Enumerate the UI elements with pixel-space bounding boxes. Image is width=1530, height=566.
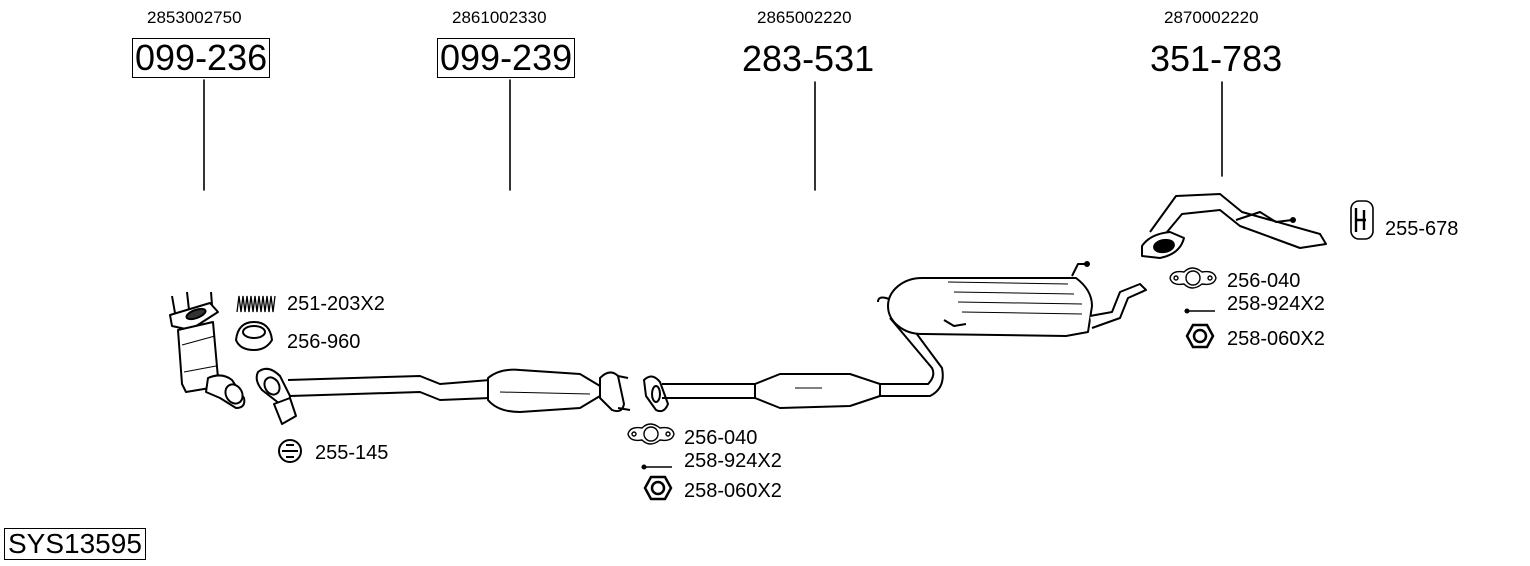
system-id-label: SYS13595 <box>4 528 146 560</box>
accessory-label-251-203x2[interactable]: 251-203X2 <box>287 293 385 315</box>
bolt-icon <box>641 464 672 470</box>
rubber-mount-icon <box>278 439 302 463</box>
accessory-label-256-960[interactable]: 256-960 <box>287 331 361 353</box>
bolt-icon <box>1184 308 1215 314</box>
catalytic-converter-icon <box>169 291 246 409</box>
accessory-label-258-924x2[interactable]: 258-924X2 <box>684 450 782 472</box>
oe-number-1: 2853002750 <box>147 8 242 27</box>
rear-silencer-icon <box>877 261 1147 337</box>
tail-pipe-icon <box>1141 193 1327 259</box>
oe-number-2: 2861002330 <box>452 8 547 27</box>
accessory-label-256-040[interactable]: 256-040 <box>684 427 758 449</box>
accessory-label-258-060x2[interactable]: 258-060X2 <box>684 480 782 502</box>
gasket-icon <box>627 423 675 445</box>
part-number-099-236[interactable]: 099-236 <box>132 38 271 78</box>
nut-icon <box>643 475 673 501</box>
oe-number-3: 2865002220 <box>757 8 852 27</box>
oe-number-4: 2870002220 <box>1164 8 1259 27</box>
gasket-icon <box>1169 267 1217 289</box>
spring-icon <box>236 295 276 313</box>
nut-icon <box>1185 323 1215 349</box>
rubber-hanger-icon <box>1350 200 1374 240</box>
middle-silencer-icon <box>643 313 944 413</box>
accessory-label-258-924x2-rear[interactable]: 258-924X2 <box>1227 293 1325 315</box>
sealing-ring-icon <box>234 320 274 352</box>
part-number-351-783[interactable]: 351-783 <box>1150 38 1283 79</box>
accessory-label-256-040-rear[interactable]: 256-040 <box>1227 270 1301 292</box>
part-number-283-531[interactable]: 283-531 <box>742 38 875 79</box>
accessory-label-258-060x2-rear[interactable]: 258-060X2 <box>1227 328 1325 350</box>
front-pipe-icon <box>255 367 631 425</box>
accessory-label-255-145[interactable]: 255-145 <box>315 442 389 464</box>
part-number-099-239[interactable]: 099-239 <box>437 38 576 78</box>
accessory-label-255-678[interactable]: 255-678 <box>1385 218 1459 240</box>
